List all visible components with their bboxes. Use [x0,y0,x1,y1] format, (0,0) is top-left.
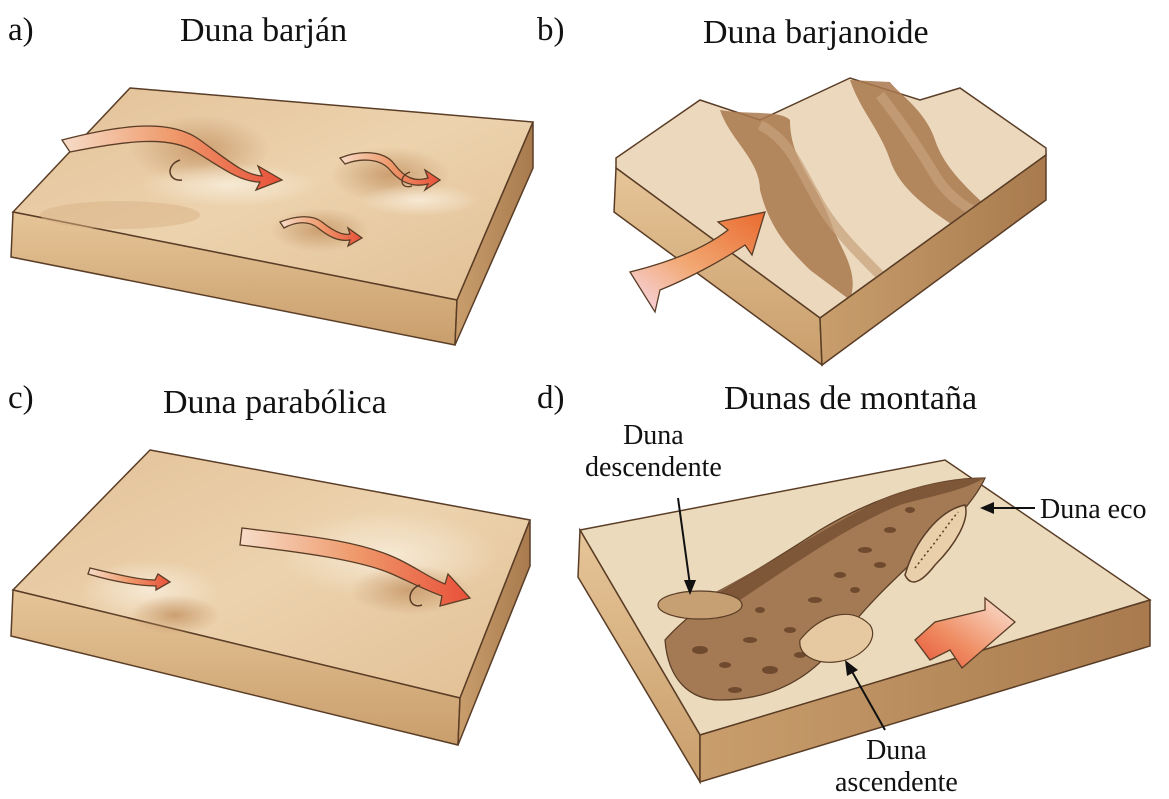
panel-d-block [578,460,1150,782]
panel-a-block [11,88,533,345]
descending-dune [658,591,742,619]
panel-c-block [11,450,530,745]
panel-b-block [614,78,1046,365]
